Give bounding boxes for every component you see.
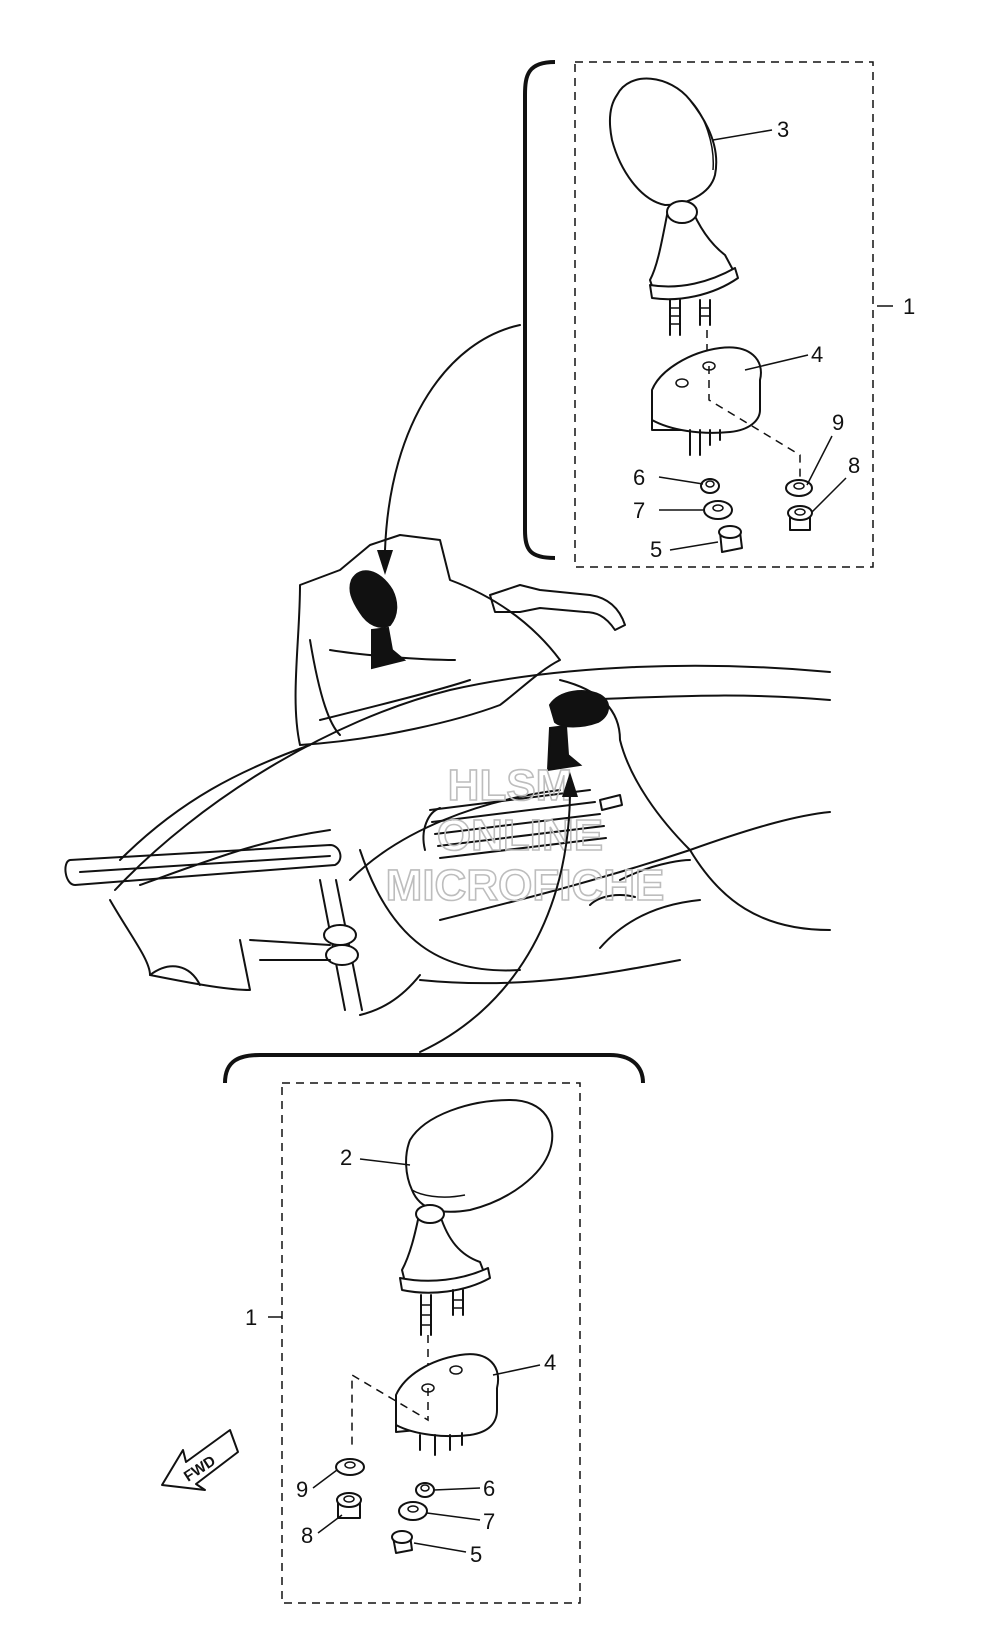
watercraft-outline bbox=[64, 534, 831, 1016]
mirror-part-2 bbox=[399, 1099, 554, 1336]
top-group-box bbox=[574, 61, 874, 568]
callout-6-bottom: 6 bbox=[483, 1476, 495, 1501]
callout-8-top: 8 bbox=[848, 453, 860, 478]
nut-part-5-top bbox=[718, 525, 743, 553]
mounted-mirror-left bbox=[349, 570, 407, 670]
watermark: HLSM ONLINE MICROFICHE bbox=[385, 760, 665, 911]
callout-6-top: 6 bbox=[633, 465, 645, 490]
watermark-line-2: ONLINE bbox=[437, 811, 603, 860]
base-part-4-top bbox=[651, 346, 762, 456]
callout-5-top: 5 bbox=[650, 537, 662, 562]
nut-part-5-bottom bbox=[391, 1530, 413, 1554]
callout-1-bottom: 1 bbox=[245, 1305, 257, 1330]
bottom-assembly-group bbox=[223, 1053, 645, 1604]
nut-part-6-bottom bbox=[415, 1482, 435, 1498]
callout-5-bottom: 5 bbox=[470, 1542, 482, 1567]
mounted-mirror-right bbox=[546, 690, 609, 772]
connector-arrows bbox=[377, 324, 578, 1053]
callout-7-bottom: 7 bbox=[483, 1509, 495, 1534]
washer-part-7-bottom bbox=[398, 1501, 428, 1521]
callout-9-bottom: 9 bbox=[296, 1477, 308, 1502]
collar-part-8-bottom bbox=[336, 1492, 362, 1519]
washer-part-9-bottom bbox=[335, 1458, 365, 1476]
callout-8-bottom: 8 bbox=[301, 1523, 313, 1548]
base-part-4-bottom bbox=[395, 1353, 500, 1456]
watermark-line-1: HLSM bbox=[448, 761, 573, 810]
mirror-part-3 bbox=[608, 77, 739, 336]
callout-1-top: 1 bbox=[903, 294, 915, 319]
washer-part-9-top bbox=[785, 479, 813, 497]
callout-9-top: 9 bbox=[832, 410, 844, 435]
collar-part-8-top bbox=[787, 505, 813, 531]
callout-7-top: 7 bbox=[633, 498, 645, 523]
watermark-line-3: MICROFICHE bbox=[386, 861, 665, 910]
fwd-arrow-icon: FWD bbox=[161, 1429, 239, 1491]
top-assembly-group bbox=[523, 60, 893, 568]
arrowhead-bottom bbox=[562, 772, 578, 797]
arrowhead-top bbox=[377, 550, 393, 575]
callout-2: 2 bbox=[340, 1145, 352, 1170]
callout-4-top: 4 bbox=[811, 342, 823, 367]
callout-4-bottom: 4 bbox=[544, 1350, 556, 1375]
nut-part-6-top bbox=[700, 478, 720, 494]
washer-part-7-top bbox=[703, 500, 733, 520]
callout-3: 3 bbox=[777, 117, 789, 142]
bottom-group-box bbox=[281, 1082, 581, 1604]
